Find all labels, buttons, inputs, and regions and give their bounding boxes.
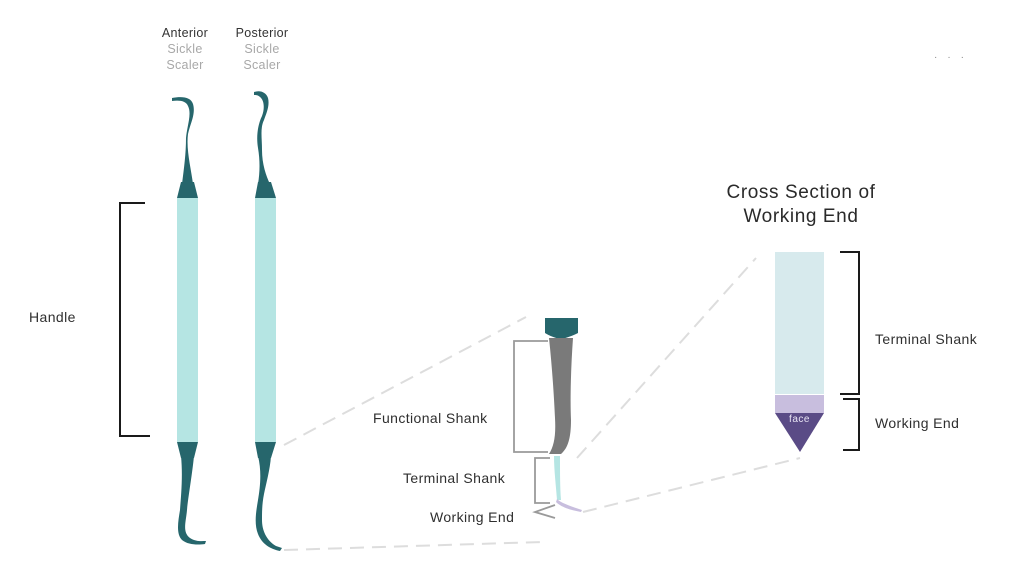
posterior-sickle-scaler <box>254 91 282 551</box>
anterior-handle <box>177 198 198 442</box>
detail-handle-end <box>545 318 578 339</box>
decorative-dots: ··· <box>934 52 974 63</box>
cross-terminal-shank <box>775 252 824 394</box>
posterior-upper-tip <box>254 91 270 184</box>
cross-brackets <box>840 251 860 451</box>
cross-zoom-line-bottom <box>582 457 801 513</box>
cross-zoom-line-top <box>576 257 757 459</box>
face-label: face <box>789 414 810 425</box>
cross-terminal-shank-bracket <box>840 251 860 395</box>
cross-working-end-band <box>775 395 824 413</box>
anterior-upper-shank <box>177 182 198 198</box>
cross-section-title-line1: Cross Section of <box>726 182 876 203</box>
handle-bracket <box>119 202 150 437</box>
zoom-line-top <box>283 316 527 446</box>
functional-shank-bracket <box>513 340 548 453</box>
posterior-lower-tip <box>255 456 282 551</box>
posterior-scaler-label: Posterior Sickle Scaler <box>226 25 298 73</box>
anterior-sickle-scaler <box>172 97 206 545</box>
detail-brackets <box>513 340 556 519</box>
cross-section-title: Cross Section of Working End <box>706 181 896 229</box>
detail-terminal-shank <box>554 456 561 500</box>
detail-functional-shank <box>549 338 573 454</box>
functional-shank-label: Functional Shank <box>373 410 488 426</box>
anterior-lower-shank <box>177 442 198 458</box>
anterior-lower-tip <box>178 456 206 545</box>
posterior-label-line3: Scaler <box>243 58 281 72</box>
anterior-label-line2: Sickle <box>167 42 203 56</box>
posterior-label-line1: Posterior <box>235 26 289 40</box>
anterior-label-line1: Anterior <box>161 26 209 40</box>
anterior-scaler-label: Anterior Sickle Scaler <box>150 25 220 73</box>
working-end-detail-label: Working End <box>430 509 515 525</box>
posterior-upper-shank <box>255 182 276 198</box>
posterior-handle <box>255 198 276 442</box>
terminal-shank-detail-label: Terminal Shank <box>403 470 506 486</box>
posterior-label-line2: Sickle <box>244 42 280 56</box>
posterior-lower-shank <box>255 442 276 458</box>
anterior-upper-tip <box>172 97 194 184</box>
zoom-line-bottom <box>283 541 543 551</box>
shank-detail <box>545 318 582 512</box>
terminal-shank-cross-label: Terminal Shank <box>875 331 978 347</box>
zoom-guide-lines <box>283 257 801 551</box>
detail-working-end <box>556 499 582 512</box>
anterior-label-line3: Scaler <box>166 58 204 72</box>
handle-label: Handle <box>29 309 76 325</box>
cross-face-triangle <box>775 413 824 452</box>
terminal-shank-bracket <box>534 457 550 504</box>
working-end-cross-label: Working End <box>875 415 960 431</box>
cross-section-title-line2: Working End <box>743 206 859 227</box>
working-end-bracket <box>532 504 556 519</box>
cross-working-end-bracket <box>843 398 860 451</box>
cross-section <box>775 252 824 452</box>
